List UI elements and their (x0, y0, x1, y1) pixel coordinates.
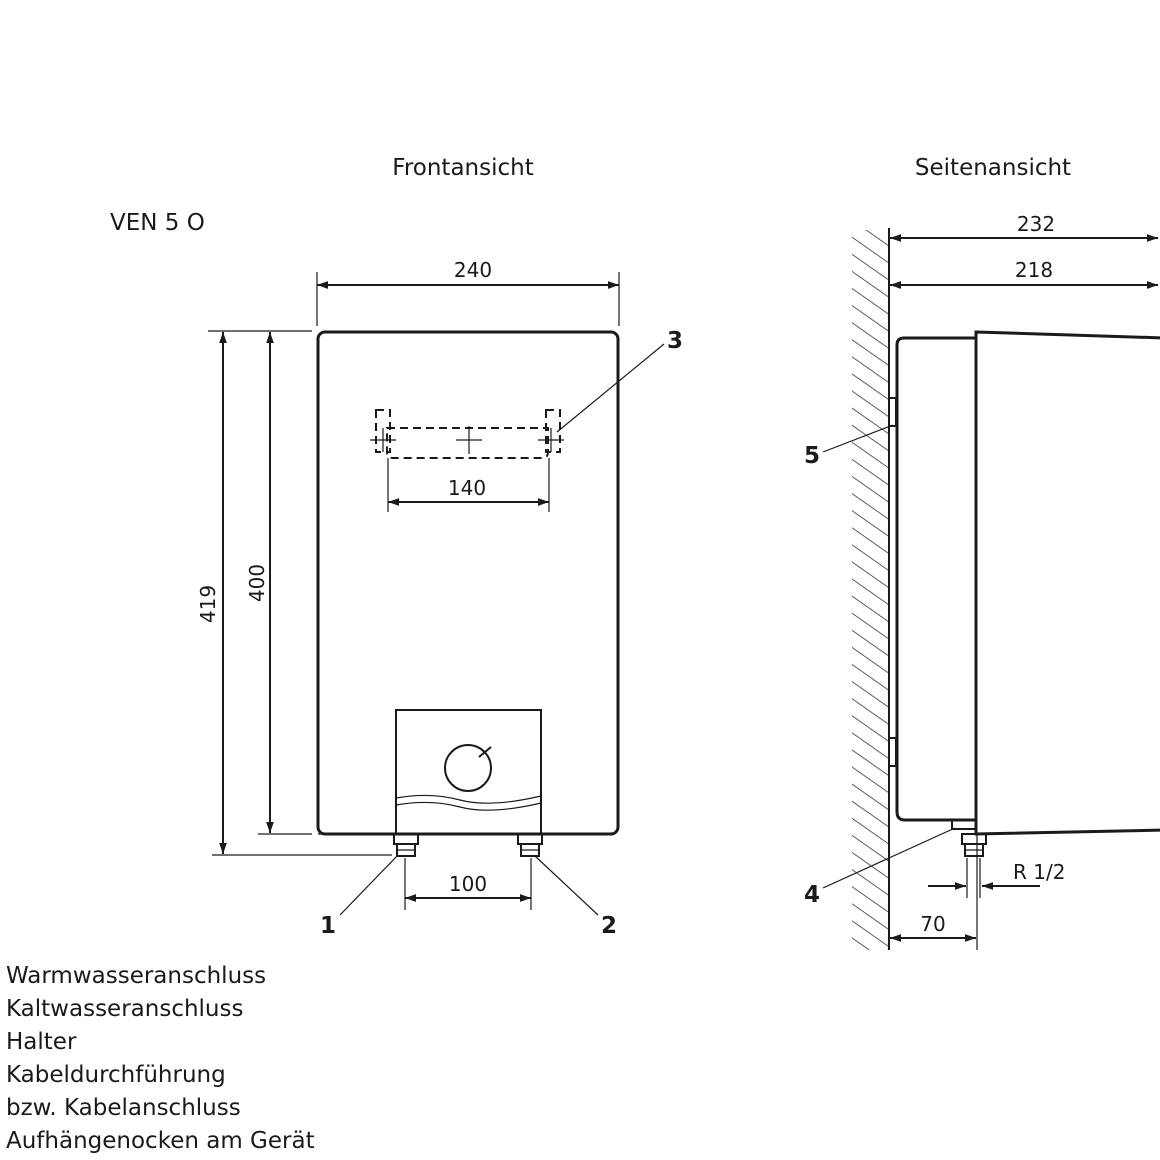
leader-line-2 (534, 855, 599, 916)
leader-line-3 (556, 343, 665, 433)
dimension-bracket-spacing: 140 (448, 476, 486, 500)
leader-line-1 (339, 854, 399, 916)
front-view-title: Frontansicht (392, 155, 533, 181)
dimension-thread: R 1/2 (1013, 860, 1065, 884)
callout-4: 4 (804, 882, 820, 908)
callout-2: 2 (601, 913, 617, 939)
heater-body-side (895, 330, 1160, 836)
legend-item-cable-entry: Kabeldurchführung (6, 1062, 226, 1088)
hot-water-connection (393, 833, 419, 857)
side-water-connection (961, 833, 987, 857)
side-view-title: Seitenansicht (915, 155, 1071, 181)
temperature-knob-icon (444, 744, 492, 792)
dimension-side-depth-body: 218 (1015, 258, 1053, 282)
hanging-lug-bottom (888, 737, 897, 767)
control-panel (395, 709, 542, 835)
legend-item-hanging-lugs: Aufhängenocken am Gerät (6, 1128, 315, 1154)
callout-3: 3 (667, 328, 683, 354)
wall-hatch (852, 230, 889, 950)
dimension-front-height-body: 400 (245, 564, 269, 602)
dimension-side-depth-total: 232 (1017, 212, 1055, 236)
callout-1: 1 (320, 913, 336, 939)
heater-body-front (316, 330, 620, 836)
dimension-connection-spacing: 100 (449, 872, 487, 896)
dimension-front-height-total: 419 (196, 585, 220, 623)
legend-item-cold-water: Kaltwasseranschluss (6, 996, 244, 1022)
legend-item-hot-water: Warmwasseranschluss (6, 963, 267, 989)
dimension-front-width: 240 (454, 258, 492, 282)
wall-bracket-dashed (370, 409, 564, 459)
callout-5: 5 (804, 443, 820, 469)
hanging-lug-top (888, 397, 897, 427)
legend-item-bracket: Halter (6, 1029, 77, 1055)
cable-gland (951, 819, 977, 830)
model-name: VEN 5 O (110, 210, 205, 236)
legend-item-cable-connection: bzw. Kabelanschluss (6, 1095, 241, 1121)
dimension-side-offset: 70 (920, 912, 945, 936)
legend: Warmwasseranschluss Kaltwasseranschluss … (6, 960, 315, 1158)
leader-line-4 (822, 827, 956, 889)
leader-line-5 (822, 424, 894, 453)
cold-water-connection (517, 833, 543, 857)
